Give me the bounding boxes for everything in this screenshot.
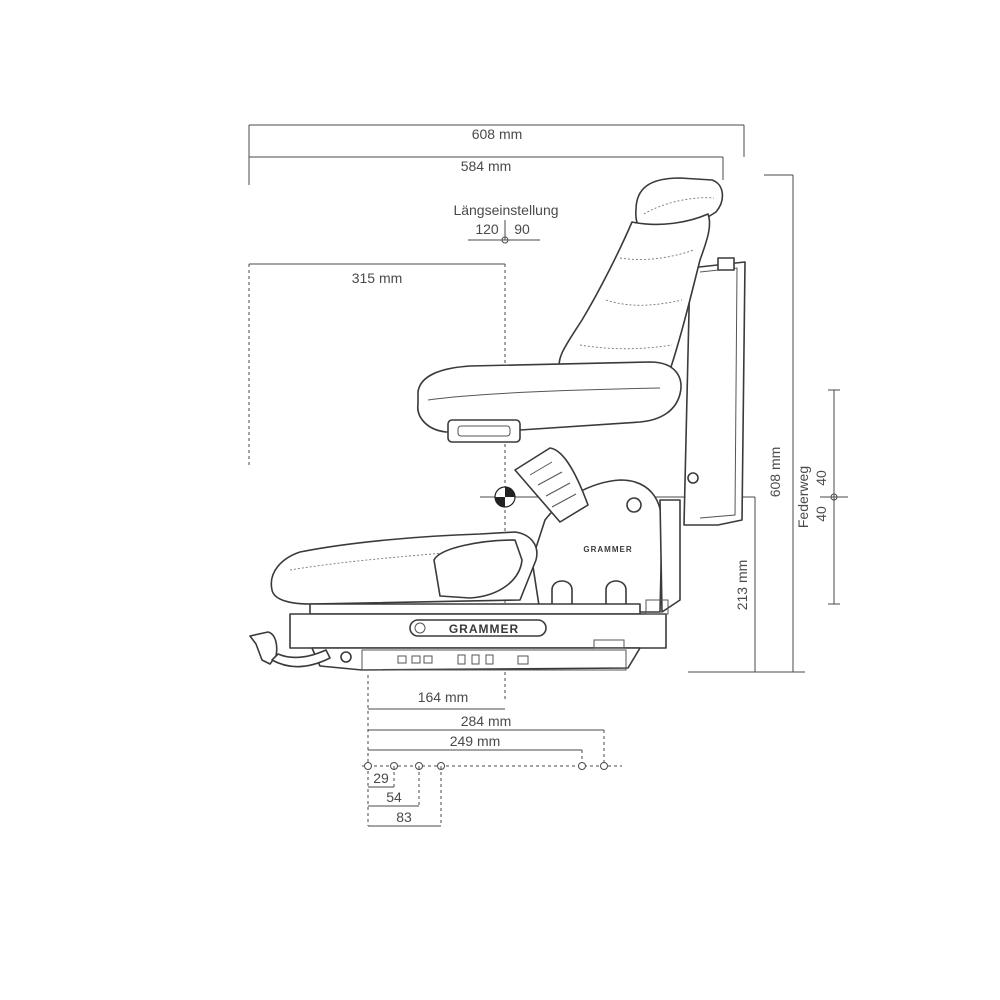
- seat-width-dimension: 584 mm: [249, 156, 724, 180]
- base-brand-logo: GRAMMER: [449, 622, 519, 636]
- suspension-label: Federweg: [795, 466, 811, 528]
- mounting-dimensions: 164 mm 284 mm 249 mm 29 54 83: [362, 675, 622, 827]
- hole-83-label: 83: [396, 809, 412, 825]
- backrest-lever: [514, 447, 589, 523]
- armrest-handle: [447, 419, 521, 443]
- sip-depth-label: 315 mm: [352, 270, 403, 286]
- housing-slot-right: [605, 580, 627, 609]
- fore-aft-back-value: 120: [475, 221, 499, 237]
- backrest-brand-logo: GRAMMER: [583, 545, 632, 554]
- backrest-cushion: [558, 213, 711, 371]
- fore-aft-front-value: 90: [514, 221, 530, 237]
- fore-aft-label: Längseinstellung: [453, 202, 558, 218]
- seat-slide-rail: [309, 603, 641, 615]
- backrest-knob: [687, 472, 699, 484]
- suspension-travel-dimension: Federweg 40 40: [795, 389, 848, 605]
- sip-depth-dimension: 315 mm: [248, 263, 506, 700]
- base-control-strip: [361, 649, 627, 671]
- housing-knob: [626, 497, 642, 513]
- base-logo-plate: [409, 619, 547, 637]
- seat-width-label: 584 mm: [461, 158, 512, 174]
- rear-side-frame: [659, 499, 681, 613]
- sip-height-label: 213 mm: [734, 560, 750, 611]
- base-knob: [340, 651, 352, 663]
- overall-height-dimension: 608 mm: [764, 174, 794, 672]
- seat-illustration: GRAMMER GRAMMER: [249, 177, 746, 671]
- seat-side-bolster: [433, 539, 523, 599]
- mount-284-label: 284 mm: [461, 713, 512, 729]
- backrest-top-clip: [717, 257, 735, 271]
- overall-height-label: 608 mm: [767, 447, 783, 498]
- suspension-down-value: 40: [813, 506, 829, 522]
- mount-164-label: 164 mm: [418, 689, 469, 705]
- hole-29-label: 29: [373, 770, 389, 786]
- armrest: [417, 361, 682, 433]
- base-lower-frame: [311, 647, 641, 671]
- hole-54-label: 54: [386, 789, 402, 805]
- front-lever-arm: [271, 649, 331, 668]
- suspension-up-value: 40: [813, 470, 829, 486]
- backrest-rear-panel: [683, 261, 746, 526]
- overall-width-label: 608 mm: [472, 126, 523, 142]
- front-lever: [249, 631, 278, 665]
- fore-aft-adjustment-dimension: Längseinstellung 120 90: [453, 202, 559, 244]
- seat-index-point-marker: [494, 486, 516, 508]
- mount-249-label: 249 mm: [450, 733, 501, 749]
- housing-slot-left: [551, 580, 573, 609]
- overall-width-dimension: 608 mm: [248, 124, 745, 185]
